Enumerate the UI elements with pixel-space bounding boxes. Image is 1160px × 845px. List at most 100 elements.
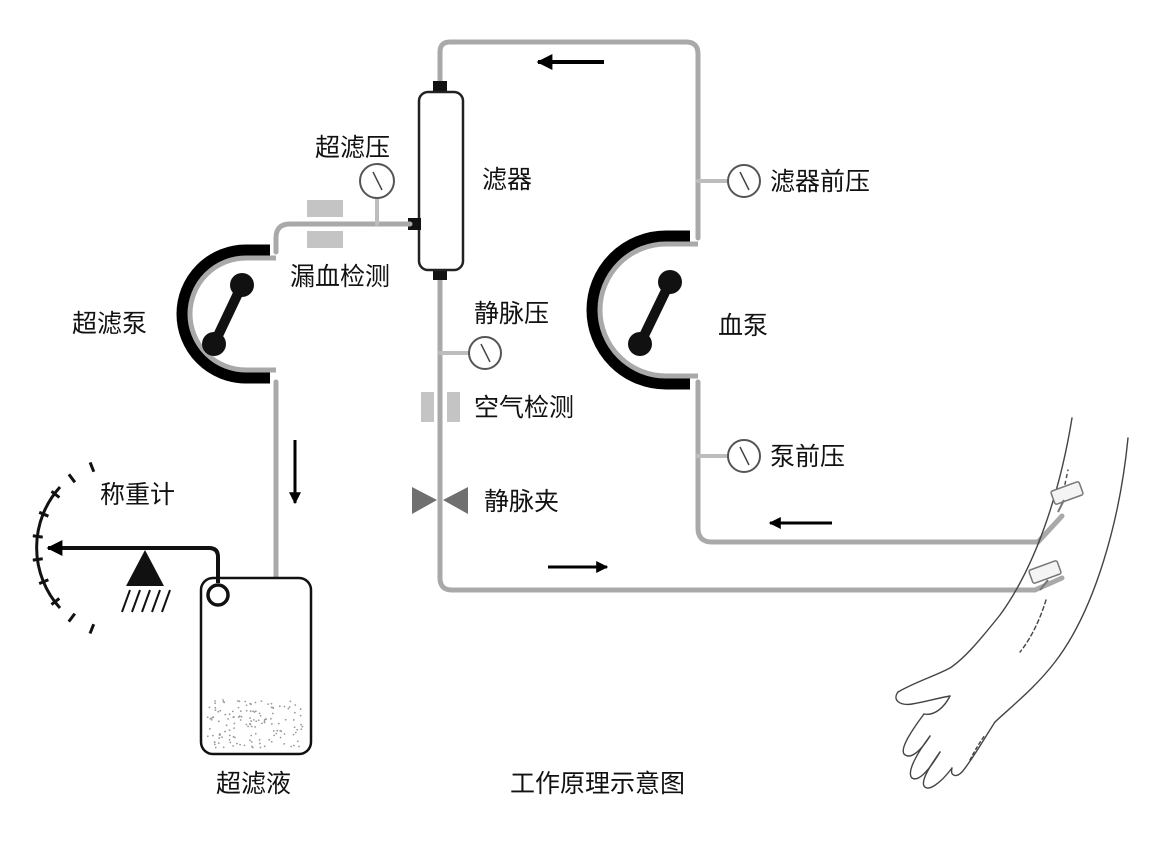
fluid-speckle <box>228 738 231 741</box>
fluid-speckle <box>270 740 273 743</box>
fluid-speckle <box>208 727 211 730</box>
fluid-speckle <box>245 704 248 707</box>
fluid-speckle <box>238 715 241 718</box>
venous-clamp-right <box>443 487 468 514</box>
ultrafiltrate-fluid <box>206 699 304 749</box>
fluid-speckle <box>276 729 279 732</box>
fluid-speckle <box>273 734 276 737</box>
fluid-speckle <box>263 720 266 723</box>
fluid-speckle <box>284 718 287 721</box>
fluid-speckle <box>292 719 295 721</box>
fluid-speckle <box>224 730 226 733</box>
fluid-speckle <box>253 711 256 713</box>
fluid-speckle <box>251 746 254 749</box>
fluid-speckle <box>258 738 261 741</box>
fluid-speckle <box>214 706 217 709</box>
fluid-speckle <box>299 708 302 710</box>
fluid-speckle <box>206 716 209 719</box>
fluid-speckle <box>224 713 227 716</box>
fluid-speckle <box>210 718 213 721</box>
venous-line <box>437 267 1065 593</box>
label-venous-clamp: 静脉夹 <box>484 487 559 516</box>
fluid-speckle <box>263 721 266 724</box>
fluid-speckle <box>236 700 239 702</box>
venous-clamp-left <box>412 487 437 514</box>
fluid-speckle <box>270 717 272 720</box>
scale-tick <box>67 473 77 484</box>
fluid-speckle <box>254 726 256 728</box>
fluid-speckle <box>270 702 273 705</box>
fluid-speckle <box>228 729 231 732</box>
fluid-speckle <box>214 700 216 702</box>
fluid-speckle <box>283 705 286 708</box>
fluid-speckle <box>228 713 231 716</box>
fluid-speckle <box>214 702 217 705</box>
label-blood-leak-detect: 漏血检测 <box>290 262 390 291</box>
label-uf-pressure: 超滤压 <box>315 133 390 162</box>
fluid-speckle <box>260 700 263 703</box>
fluid-speckle <box>296 728 299 731</box>
label-blood-pump: 血泵 <box>718 311 768 340</box>
scale-tick <box>88 461 96 473</box>
ultrafiltrate-bag <box>199 576 313 756</box>
blood-pump <box>586 230 698 390</box>
arterial-line <box>695 379 1065 545</box>
fluid-speckle <box>245 709 248 712</box>
fluid-speckle <box>233 736 236 739</box>
fluid-speckle <box>267 703 270 706</box>
scale-tick <box>32 534 43 539</box>
patient-arm <box>895 417 1129 789</box>
fluid-speckle <box>250 740 253 743</box>
fluid-speckle <box>254 710 257 713</box>
fluid-speckle <box>250 720 253 722</box>
fluid-speckle <box>219 733 221 735</box>
label-ultrafiltrate: 超滤液 <box>216 769 291 798</box>
fluid-speckle <box>293 726 296 729</box>
fluid-speckle <box>292 733 295 736</box>
label-filter: 滤器 <box>482 165 532 194</box>
fluid-speckle <box>258 712 261 715</box>
fluid-speckle <box>279 729 282 732</box>
return-line-top <box>437 39 701 241</box>
air-detector-right <box>447 392 460 422</box>
fluid-speckle <box>255 720 258 723</box>
fluid-speckle <box>217 710 220 713</box>
fluid-speckle <box>293 744 295 747</box>
venous-needle <box>1028 560 1062 591</box>
scale-tick <box>88 623 96 635</box>
fluid-speckle <box>217 742 220 745</box>
fluid-speckle <box>209 717 212 720</box>
fluid-speckle <box>239 743 242 746</box>
label-pre-pump-pressure: 泵前压 <box>770 442 845 471</box>
air-detector-left <box>421 392 434 422</box>
fluid-speckle <box>217 720 220 723</box>
fluid-speckle <box>244 700 247 703</box>
fluid-speckle <box>222 746 225 749</box>
uf-pump <box>176 244 276 384</box>
blood-leak-detector-top <box>307 200 343 217</box>
fluid-speckle <box>293 711 296 714</box>
fluid-speckle <box>239 710 242 713</box>
scale-tick <box>38 510 50 518</box>
fluid-speckle <box>229 741 232 744</box>
fluid-speckle <box>236 742 238 745</box>
label-air-detect: 空气检测 <box>474 393 574 422</box>
fluid-speckle <box>301 725 304 728</box>
fluid-speckle <box>233 727 235 729</box>
fluid-speckle <box>289 700 292 703</box>
fluid-speckle <box>233 716 235 718</box>
fluid-speckle <box>259 742 261 745</box>
fluid-speckle <box>252 719 255 721</box>
fluid-speckle <box>277 722 280 725</box>
fluid-speckle <box>250 725 253 728</box>
ultrafiltration-line <box>273 221 413 255</box>
venous-pressure-gauge <box>468 336 502 370</box>
label-scale: 称重计 <box>100 480 175 509</box>
fluid-speckle <box>300 723 302 726</box>
fluid-speckle <box>228 734 231 737</box>
fluid-speckle <box>288 706 291 708</box>
fluid-speckle <box>257 719 260 722</box>
arterial-needle <box>1050 481 1084 513</box>
fluid-speckle <box>237 706 240 709</box>
